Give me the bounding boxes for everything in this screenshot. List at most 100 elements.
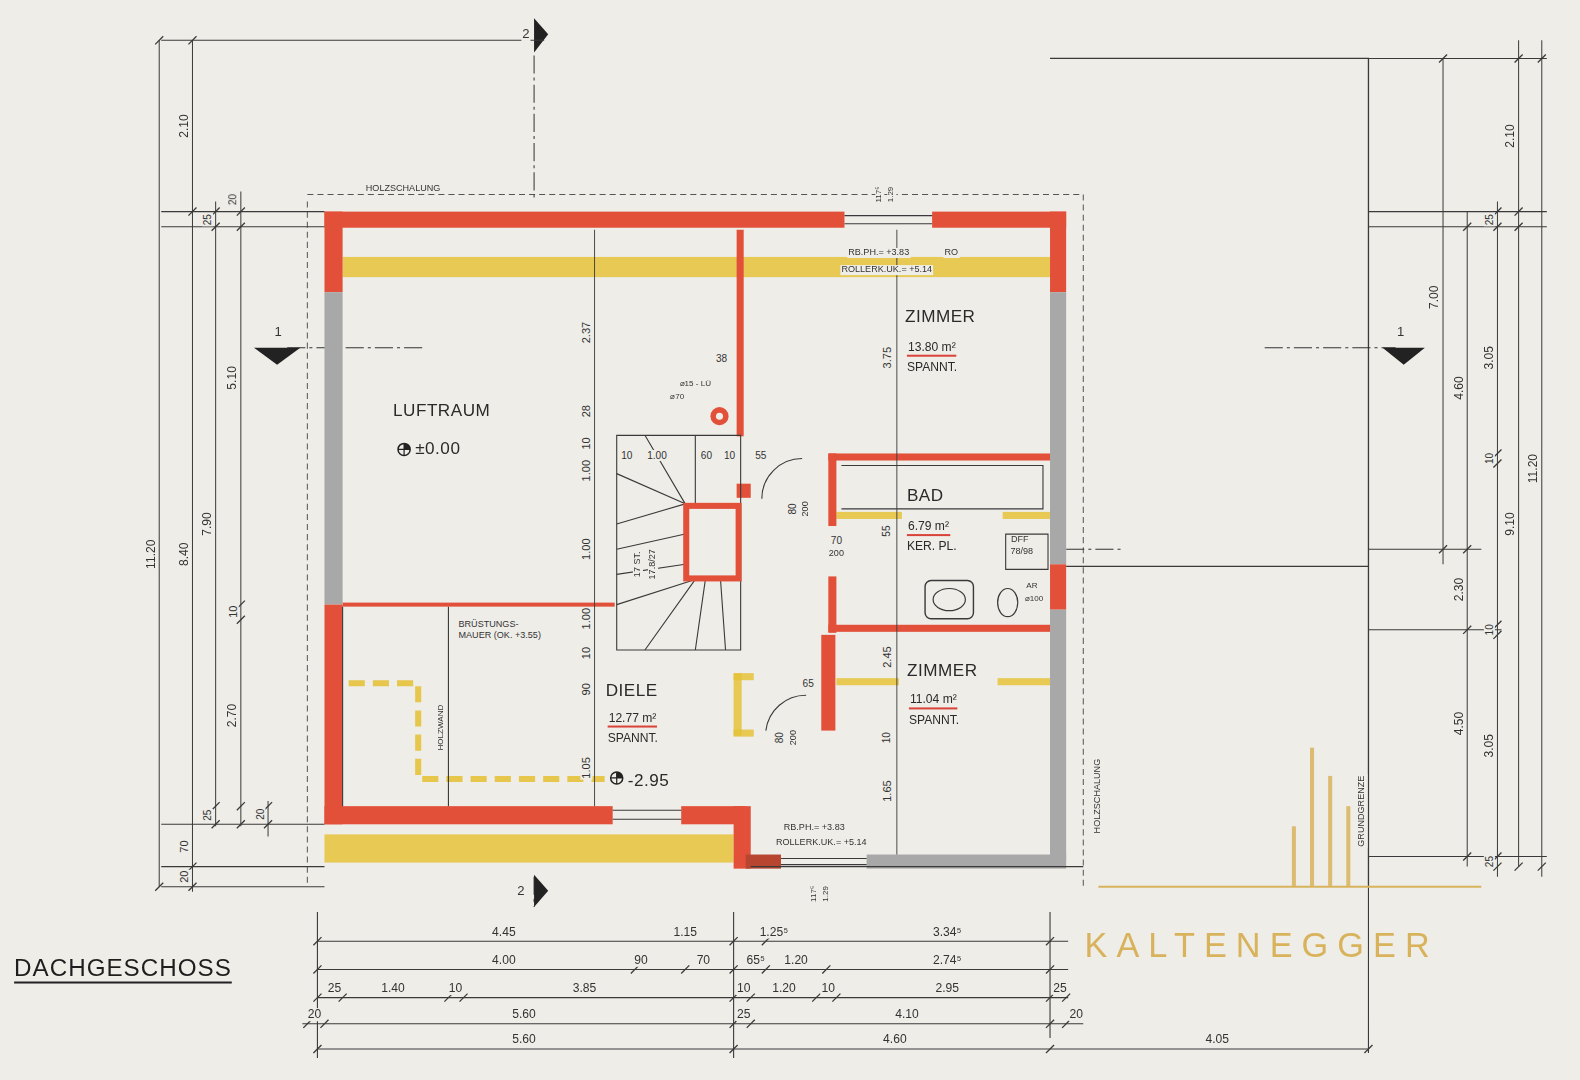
dimension-label: 10: [227, 604, 239, 618]
plan-line: [617, 435, 741, 650]
plan-line: [766, 695, 806, 730]
plan-line: [1006, 534, 1048, 569]
dimension-label: 4.45: [491, 925, 517, 938]
dimension-label: 17 ST.: [633, 550, 643, 578]
dimension-tick: [681, 965, 689, 973]
plan-line: [317, 912, 318, 1058]
dimension-tick: [1538, 54, 1546, 62]
room-info: 12.77 m²: [608, 711, 658, 727]
dimension-line: [1467, 212, 1468, 867]
beam-highlight: [324, 834, 733, 862]
plan-line: [161, 824, 324, 825]
dimension-tick: [1439, 54, 1447, 62]
dimension-label: 10: [448, 982, 463, 995]
dimension-label: 10: [723, 450, 736, 461]
dimension-label: ⌀70: [669, 393, 685, 402]
dimension-label: 4.05: [1205, 1033, 1231, 1046]
dimension-label: RO: [943, 248, 959, 258]
toilet-symbol: [998, 588, 1018, 616]
dimension-label: 8.40: [178, 541, 191, 567]
wall: [324, 605, 342, 825]
dimension-label: 25: [1052, 982, 1067, 995]
wall: [932, 212, 1066, 228]
section-marker: [534, 18, 548, 52]
dimension-label: 1.40: [380, 982, 406, 995]
dimension-label: 80: [787, 502, 798, 515]
dimension-line: [1443, 58, 1444, 564]
beam-dashed: [349, 683, 605, 779]
dimension-tick: [822, 965, 830, 973]
dimension-label: 11.20: [1527, 453, 1540, 484]
beam-highlight: [343, 257, 1050, 277]
dimension-label: 2.37: [580, 321, 592, 345]
wall: [828, 576, 836, 632]
dimension-label: BRÜSTUNGS- MAUER (OK. +3.55): [457, 618, 550, 641]
dimension-tick: [1046, 965, 1054, 973]
dimension-label: 1: [1396, 325, 1405, 339]
wall: [737, 484, 751, 498]
plan-line: [1368, 211, 1546, 212]
watermark: KALTENEGGER: [1084, 926, 1440, 964]
dimension-tick: [313, 937, 321, 945]
dimension-label: 28: [580, 404, 592, 418]
dimension-label: 2.10: [178, 113, 191, 139]
dimension-label: 2.70: [226, 703, 239, 729]
dimension-label: ⌀15 - LÜ: [679, 380, 712, 389]
dimension-label: 4.10: [894, 1008, 920, 1021]
dimension-label: 25: [202, 809, 213, 822]
logo-mark: [1346, 806, 1350, 887]
dimension-label: 9.10: [1504, 511, 1517, 537]
logo-mark: [1098, 886, 1481, 888]
outline-line: [287, 347, 1395, 348]
dimension-label: 2.45: [881, 645, 893, 669]
wall: [828, 625, 1050, 632]
dimension-tick: [313, 994, 321, 1002]
dimension-label: 70: [830, 535, 843, 546]
dimension-tick: [237, 802, 245, 810]
dimension-label: 1: [273, 325, 282, 339]
dimension-tick: [1538, 863, 1546, 871]
logo-mark: [1328, 776, 1332, 887]
level-symbol: [398, 443, 410, 455]
dimension-label: 4.00: [491, 954, 517, 967]
dimension-label: 78/98: [1009, 547, 1034, 557]
dimension-label: 20: [227, 193, 238, 206]
dimension-label: 5.60: [511, 1008, 537, 1021]
outline-line: [307, 194, 1083, 886]
room-info: SPANNT.: [907, 361, 957, 375]
dimension-label: 20: [178, 870, 190, 884]
dimension-label: 1.29: [887, 186, 896, 204]
dimension-label: 3.05: [1483, 733, 1496, 759]
room-info: 13.80 m²: [907, 341, 957, 357]
dimension-label: 80: [774, 731, 785, 744]
dimension-label: 4.50: [1453, 711, 1466, 737]
dimension-tick: [237, 208, 245, 216]
room-info: KER. PL.: [907, 540, 957, 554]
level-symbol: [611, 772, 623, 784]
plan-line: [1368, 629, 1501, 630]
plan-line: [161, 211, 324, 212]
sink-symbol: [933, 588, 965, 610]
plan-line: [613, 810, 682, 819]
dimension-label: ROLLERK.UK.= +5.14: [775, 837, 868, 847]
room-name: DIELE: [606, 681, 658, 701]
wall: [324, 806, 612, 824]
dimension-label: 90: [633, 954, 648, 967]
dimension-label: 2: [516, 884, 525, 898]
dimension-label: 3.05: [1483, 345, 1496, 371]
plan-line: [448, 607, 449, 807]
dimension-label: 1.25⁵: [759, 925, 790, 938]
dimension-tick: [1515, 863, 1523, 871]
dimension-line: [317, 1049, 1368, 1050]
level-symbol: [611, 772, 623, 784]
dimension-label: 25: [202, 213, 213, 226]
wall: [324, 212, 342, 293]
beam-highlight: [734, 673, 742, 735]
wall: [1050, 610, 1066, 860]
dimension-label: AR: [1025, 582, 1038, 591]
dimension-label: 10: [1484, 452, 1495, 465]
dimension-label: 1.00: [646, 450, 668, 461]
wall: [1050, 564, 1066, 609]
plan-line: [1368, 549, 1481, 550]
room-name: ZIMMER: [905, 307, 976, 327]
